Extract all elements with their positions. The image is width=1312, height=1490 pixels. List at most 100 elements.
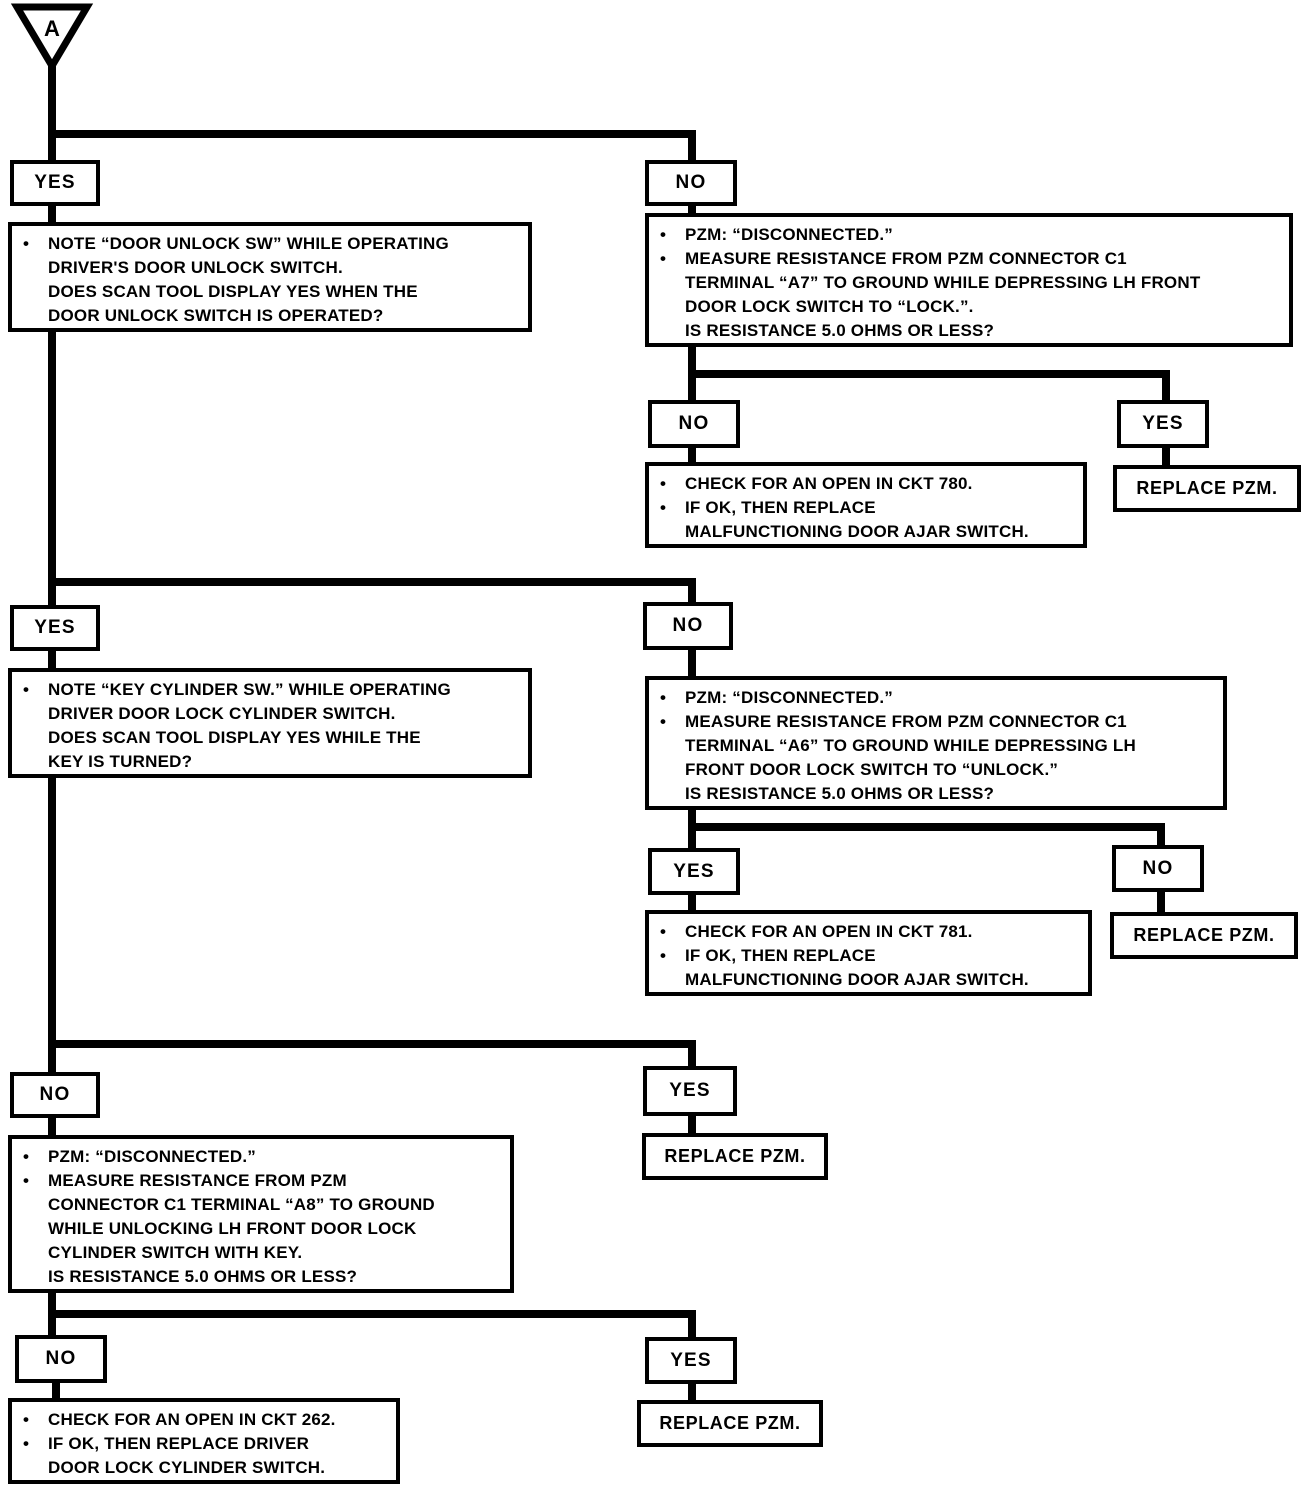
line-text: IF OK, THEN REPLACE DRIVER [48,1434,310,1453]
text-line: • IF OK, THEN REPLACE [657,944,1084,968]
text-line: • MEASURE RESISTANCE FROM PZM CONNECTOR C… [657,247,1285,271]
line-text: MEASURE RESISTANCE FROM PZM CONNECTOR C1 [685,249,1127,268]
line-text: DOOR LOCK SWITCH TO “LOCK.”. [685,297,974,316]
replace-pzm-text: REPLACE PZM. [659,1413,801,1433]
bullet-spacer [657,520,685,544]
tier4-no-label: NO [45,1348,77,1369]
connector-line [52,1372,60,1404]
text-line: •CHECK FOR AN OPEN IN CKT 781. [657,920,1084,944]
line-text: NOTE “DOOR UNLOCK SW” WHILE OPERATING [48,234,449,253]
tier2-sub-no-result-box: REPLACE PZM. [1110,912,1298,959]
tier2-sub-no-label: NO [1142,857,1174,879]
line-text: CHECK FOR AN OPEN IN CKT 780. [685,474,973,493]
line-text: MALFUNCTIONING DOOR AJAR SWITCH. [685,522,1029,541]
text-line: TERMINAL “A7” TO GROUND WHILE DEPRESSING… [657,271,1285,295]
line-text: IS RESISTANCE 5.0 OHMS OR LESS? [685,784,995,803]
text-line: DOOR LOCK SWITCH TO “LOCK.”. [657,295,1285,319]
triangle-outline [10,3,94,73]
tier1-sub-no-label: NO [678,413,710,434]
bullet-glyph: • [660,688,667,707]
text-line: • MEASURE RESISTANCE FROM PZM CONNECTOR C… [657,710,1219,734]
tier2-sub-yes-result-box: •CHECK FOR AN OPEN IN CKT 781. • IF OK, TH… [645,910,1092,996]
connector-line [48,130,696,138]
tier1-yes-label: YES [34,172,76,193]
text-line: •NOTE “KEY CYLINDER SW.” WHILE OPERATING [20,678,524,702]
bullet-glyph: • [23,234,30,253]
line-text: DRIVER DOOR LOCK CYLINDER SWITCH. [48,704,396,723]
bullet-spacer [20,280,48,304]
text-line: CONNECTOR C1 TERMINAL “A8” TO GROUND [20,1193,506,1217]
text-line: DOOR UNLOCK SWITCH IS OPERATED? [20,304,524,328]
tier2-no-question-box: • PZM: “DISCONNECTED.” • MEASURE RESISTANCE… [645,676,1227,810]
tier1-no-label-box: NO [645,160,737,206]
text-line: CYLINDER SWITCH WITH KEY. [20,1241,506,1265]
text-line: IS RESISTANCE 5.0 OHMS OR LESS? [657,319,1285,343]
bullet-glyph: • [660,474,667,493]
bullet-spacer [657,319,685,343]
connector-line [48,578,696,586]
text-line: MALFUNCTIONING DOOR AJAR SWITCH. [657,968,1084,992]
bullet-glyph: • [660,249,667,268]
text-line: • PZM: “DISCONNECTED.” [657,686,1219,710]
bullet-glyph: • [660,498,667,517]
tier2-sub-yes-label: YES [673,860,715,882]
bullet-glyph: • [23,1410,30,1429]
replace-pzm-text: REPLACE PZM. [1133,925,1275,945]
text-line: FRONT DOOR LOCK SWITCH TO “UNLOCK.” [657,758,1219,782]
line-text: DOES SCAN TOOL DISPLAY YES WHEN THE [48,282,418,301]
bullet-glyph: • [660,225,667,244]
tier3-yes-label-box: YES [643,1066,737,1116]
text-line: •MEASURE RESISTANCE FROM PZM [20,1169,506,1193]
line-text: MEASURE RESISTANCE FROM PZM CONNECTOR C1 [685,712,1127,731]
bullet-spacer [20,702,48,726]
bullet-glyph: • [660,712,667,731]
bullet-spacer [20,1265,48,1289]
tier3-no-label-box: NO [10,1072,100,1118]
line-text: IF OK, THEN REPLACE [685,498,876,517]
text-line: MALFUNCTIONING DOOR AJAR SWITCH. [657,520,1079,544]
line-text: TERMINAL “A6” TO GROUND WHILE DEPRESSING… [685,736,1136,755]
bullet-spacer [20,256,48,280]
tier1-sub-yes-label-box: YES [1117,400,1209,448]
tier2-sub-yes-label-box: YES [648,848,740,895]
line-text: CYLINDER SWITCH WITH KEY. [48,1243,303,1262]
bullet-spacer [20,1217,48,1241]
tier1-yes-label-box: YES [10,160,100,206]
text-line: DOES SCAN TOOL DISPLAY YES WHEN THE [20,280,524,304]
line-text: IS RESISTANCE 5.0 OHMS OR LESS? [48,1267,358,1286]
tier4-yes-label-box: YES [645,1337,737,1384]
tier2-sub-no-label-box: NO [1112,845,1204,892]
tier1-sub-yes-result-box: REPLACE PZM. [1113,465,1301,512]
line-text: IF OK, THEN REPLACE [685,946,876,965]
line-text: DOOR UNLOCK SWITCH IS OPERATED? [48,306,384,325]
bullet-spacer [657,968,685,992]
text-line: KEY IS TURNED? [20,750,524,774]
line-text: CONNECTOR C1 TERMINAL “A8” TO GROUND [48,1195,435,1214]
tier2-yes-label: YES [34,617,76,638]
bullet-spacer [20,1193,48,1217]
tier1-yes-question-box: • NOTE “DOOR UNLOCK SW” WHILE OPERATING DR… [8,222,532,332]
text-line: • IF OK, THEN REPLACE [657,496,1079,520]
line-text: DRIVER'S DOOR UNLOCK SWITCH. [48,258,343,277]
connector-line [688,823,1165,831]
line-text: CHECK FOR AN OPEN IN CKT 781. [685,922,973,941]
line-text: PZM: “DISCONNECTED.” [685,688,893,707]
text-line: • CHECK FOR AN OPEN IN CKT 780. [657,472,1079,496]
tier3-no-label: NO [39,1084,71,1105]
line-text: CHECK FOR AN OPEN IN CKT 262. [48,1410,336,1429]
line-text: IS RESISTANCE 5.0 OHMS OR LESS? [685,321,995,340]
text-line: • NOTE “DOOR UNLOCK SW” WHILE OPERATING [20,232,524,256]
tier1-no-question-box: •PZM: “DISCONNECTED.”•MEASURE RESISTANCE… [645,213,1293,347]
connector-line [48,1310,696,1318]
line-text: DOOR LOCK CYLINDER SWITCH. [48,1458,326,1477]
tier1-no-label: NO [675,172,707,193]
tier3-yes-label: YES [669,1080,711,1101]
tier4-yes-label: YES [670,1349,712,1371]
tier2-no-label-box: NO [643,602,733,650]
line-text: NOTE “KEY CYLINDER SW.” WHILE OPERATING [48,680,451,699]
text-line: • CHECK FOR AN OPEN IN CKT 262. [20,1408,392,1432]
text-line: DOES SCAN TOOL DISPLAY YES WHILE THE [20,726,524,750]
bullet-glyph: • [660,946,667,965]
line-text: WHILE UNLOCKING LH FRONT DOOR LOCK [48,1219,417,1238]
